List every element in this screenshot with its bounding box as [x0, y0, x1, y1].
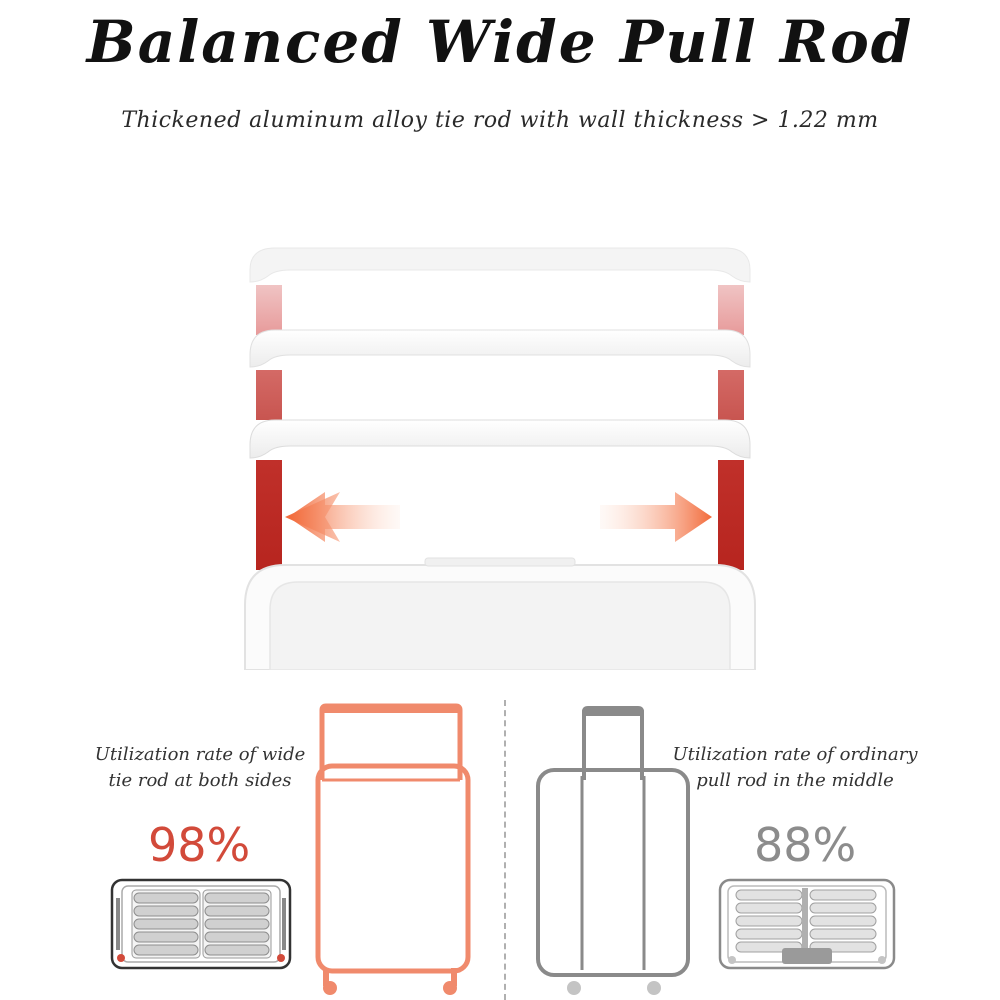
- ordinary-rod-caption-line2: pull rod in the middle: [696, 770, 894, 791]
- wide-rod-caption-line1: Utilization rate of wide: [94, 744, 306, 765]
- right-rod-mid: [718, 370, 744, 420]
- ordinary-rod-suitcase-illustration: [536, 706, 690, 995]
- comparison-divider: [504, 700, 506, 1000]
- page-title: Balanced Wide Pull Rod: [86, 8, 914, 76]
- left-rod-mid: [256, 370, 282, 420]
- left-rod-top: [256, 285, 282, 335]
- wide-rod-caption-line2: tie rod at both sides: [108, 770, 292, 791]
- arrow-right-icon-body: [600, 492, 712, 542]
- suitcase-inner-panel: [269, 581, 731, 670]
- ordinary-rod-caption-line1: Utilization rate of ordinary: [672, 744, 918, 765]
- pull-rod-illustration: [244, 247, 756, 670]
- wide-rod-caption: Utilization rate of wide tie rod at both…: [60, 742, 340, 794]
- suitcase-top-latch: [424, 557, 576, 567]
- ordinary-rod-percent: 88%: [754, 818, 857, 872]
- page-subtitle: Thickened aluminum alloy tie rod with wa…: [121, 108, 879, 133]
- handle-middle: [249, 329, 751, 368]
- left-rod-low: [256, 460, 282, 570]
- wide-rod-suitcase-illustration: [315, 703, 471, 995]
- handle-top: [249, 247, 751, 283]
- handle-bottom: [249, 419, 751, 459]
- wide-rod-packing-diagram: [110, 878, 292, 970]
- ordinary-rod-caption: Utilization rate of ordinary pull rod in…: [655, 742, 935, 794]
- right-rod-low: [718, 460, 744, 570]
- right-rod-top: [718, 285, 744, 335]
- wide-rod-percent: 98%: [148, 818, 251, 872]
- arrow-left-icon-body: [288, 492, 400, 542]
- ordinary-rod-packing-diagram: [718, 878, 896, 970]
